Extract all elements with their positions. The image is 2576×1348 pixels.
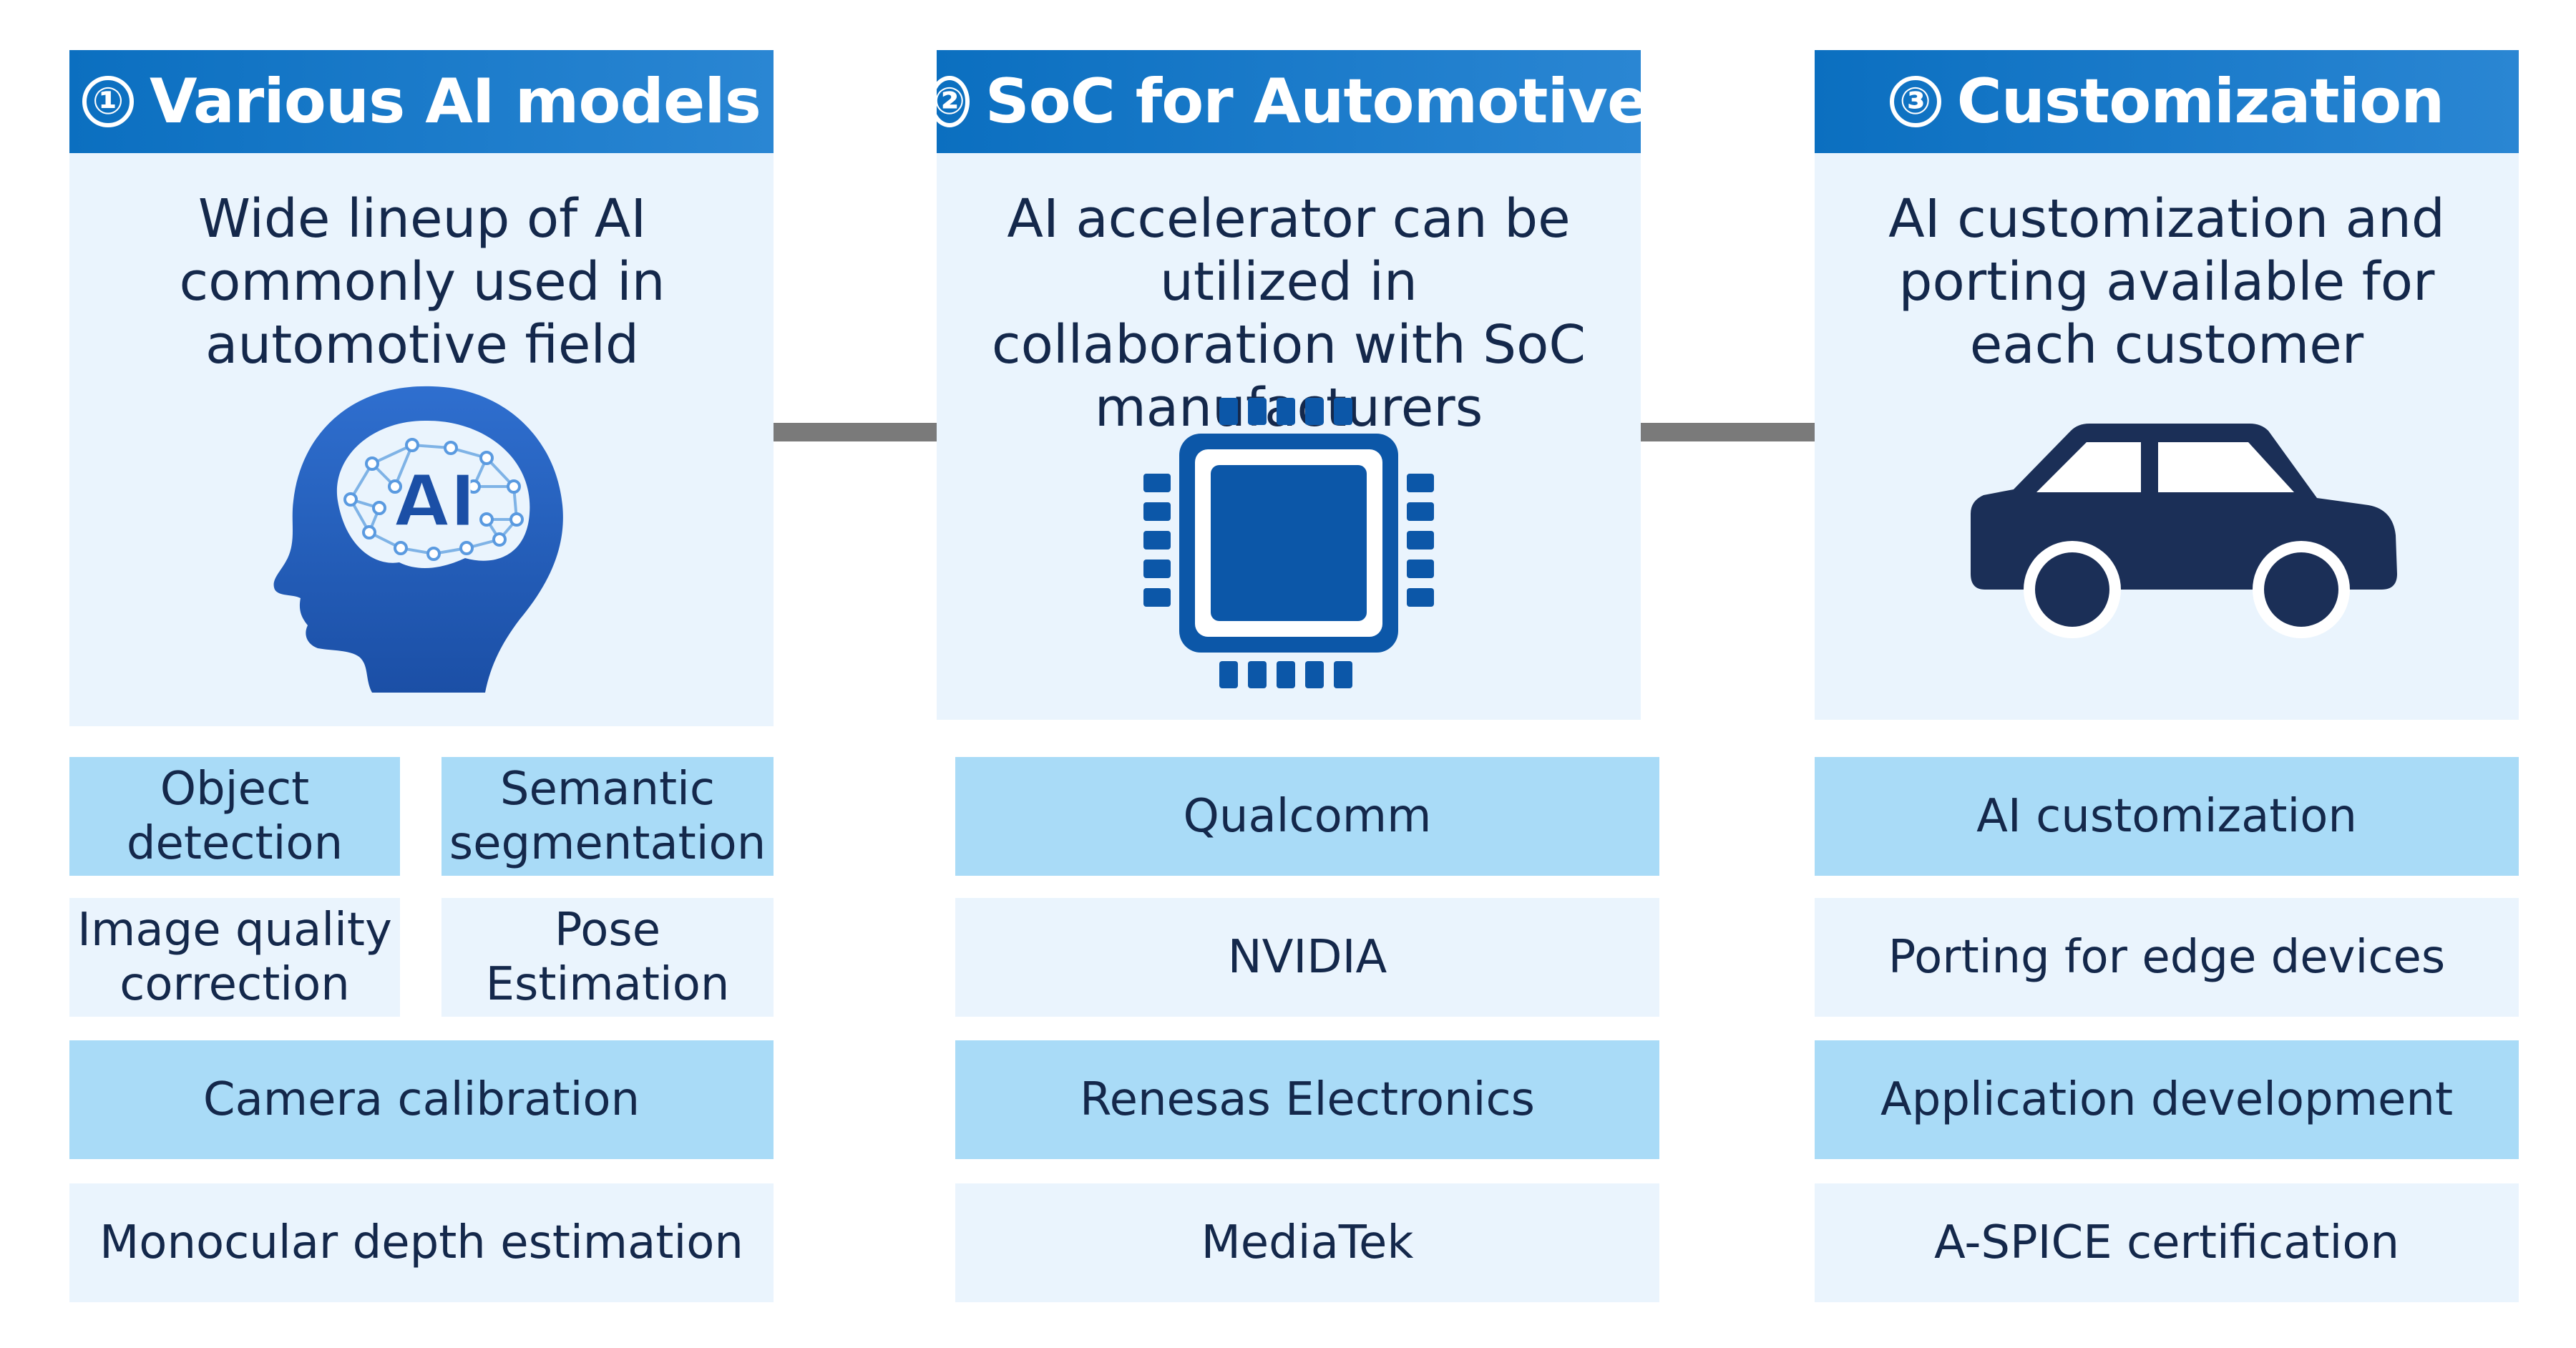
item-object-detection: Object detection xyxy=(69,757,400,876)
column-soc-header: ② SoC for Automotive xyxy=(929,50,1649,153)
column-ai-models-title: Various AI models xyxy=(150,66,761,137)
item-porting-edge-devices: Porting for edge devices xyxy=(1815,898,2519,1017)
item-renesas-electronics: Renesas Electronics xyxy=(955,1040,1659,1159)
column-ai-models-header: ① Various AI models xyxy=(69,50,774,153)
connector-line-1 xyxy=(774,423,937,441)
step-number-2: ② xyxy=(929,76,970,127)
step-number-3: ③ xyxy=(1889,76,1941,127)
item-semantic-segmentation: Semantic segmentation xyxy=(441,757,774,876)
item-ai-customization: AI customization xyxy=(1815,757,2519,876)
ai-icon-text: AI xyxy=(394,459,477,543)
item-application-development: Application development xyxy=(1815,1040,2519,1159)
column-customization-header: ③ Customization xyxy=(1815,50,2519,153)
column-soc-description: AI accelerator can be utilized in collab… xyxy=(991,188,1586,439)
item-pose-estimation: Pose Estimation xyxy=(441,898,774,1017)
connector-line-2 xyxy=(1641,423,1815,441)
column-ai-models-description: Wide lineup of AI commonly used in autom… xyxy=(179,188,665,376)
item-camera-calibration: Camera calibration xyxy=(69,1040,774,1159)
item-image-quality-correction: Image quality correction xyxy=(69,898,400,1017)
ai-brain-icon: AI xyxy=(272,379,572,694)
column-customization-description: AI customization and porting available f… xyxy=(1888,188,2445,376)
item-nvidia: NVIDIA xyxy=(955,898,1659,1017)
item-mediatek: MediaTek xyxy=(955,1183,1659,1302)
car-icon xyxy=(1971,421,2400,643)
column-soc-title: SoC for Automotive xyxy=(985,66,1649,137)
chip-icon xyxy=(1143,398,1434,688)
item-a-spice-certification: A-SPICE certification xyxy=(1815,1183,2519,1302)
item-qualcomm: Qualcomm xyxy=(955,757,1659,876)
column-customization-title: Customization xyxy=(1956,66,2445,137)
step-number-1: ① xyxy=(82,76,135,127)
column-customization-panel xyxy=(1815,50,2519,720)
item-monocular-depth-estimation: Monocular depth estimation xyxy=(69,1183,774,1302)
